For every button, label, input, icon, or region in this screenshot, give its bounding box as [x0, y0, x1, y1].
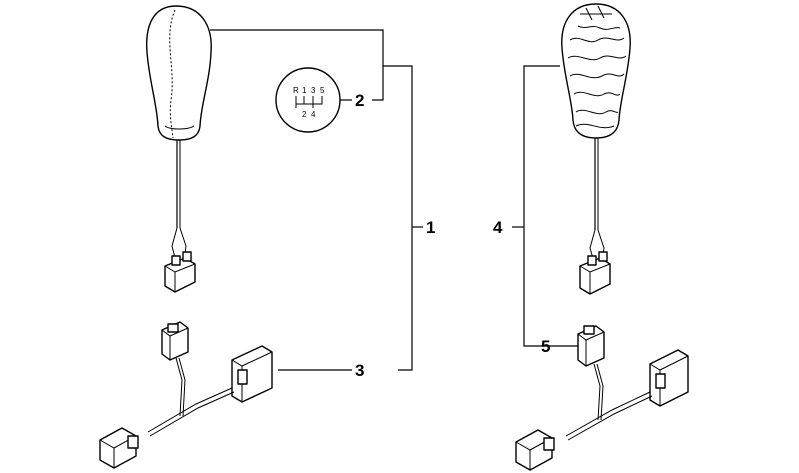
connector-plug-right-upper[interactable]	[579, 251, 611, 295]
wiring-harness-right[interactable]	[515, 325, 689, 471]
callout-4: 4	[493, 218, 503, 237]
callout-2: 2	[355, 91, 364, 110]
wood-gear-knob[interactable]	[561, 3, 631, 139]
shift-label-1: 1	[302, 86, 307, 95]
leader-lines-left	[210, 29, 423, 371]
callout-3: 3	[355, 361, 364, 380]
callout-1: 1	[426, 218, 435, 237]
callout-5: 5	[541, 337, 550, 356]
shift-pattern-badge[interactable]: R 1 3 5 2 4	[275, 67, 341, 133]
wiring-harness-left[interactable]	[99, 321, 273, 469]
shift-label-2: 2	[302, 110, 307, 119]
shift-label-r: R	[293, 86, 299, 95]
shift-label-4: 4	[311, 110, 316, 119]
knob-cable-left	[171, 140, 187, 263]
leather-gear-knob[interactable]	[146, 5, 212, 141]
leader-lines-right	[512, 65, 578, 347]
connector-plug-left-upper[interactable]	[164, 251, 196, 293]
shift-label-5: 5	[320, 86, 325, 95]
knob-cable-right	[589, 138, 605, 263]
shift-label-3: 3	[311, 86, 316, 95]
